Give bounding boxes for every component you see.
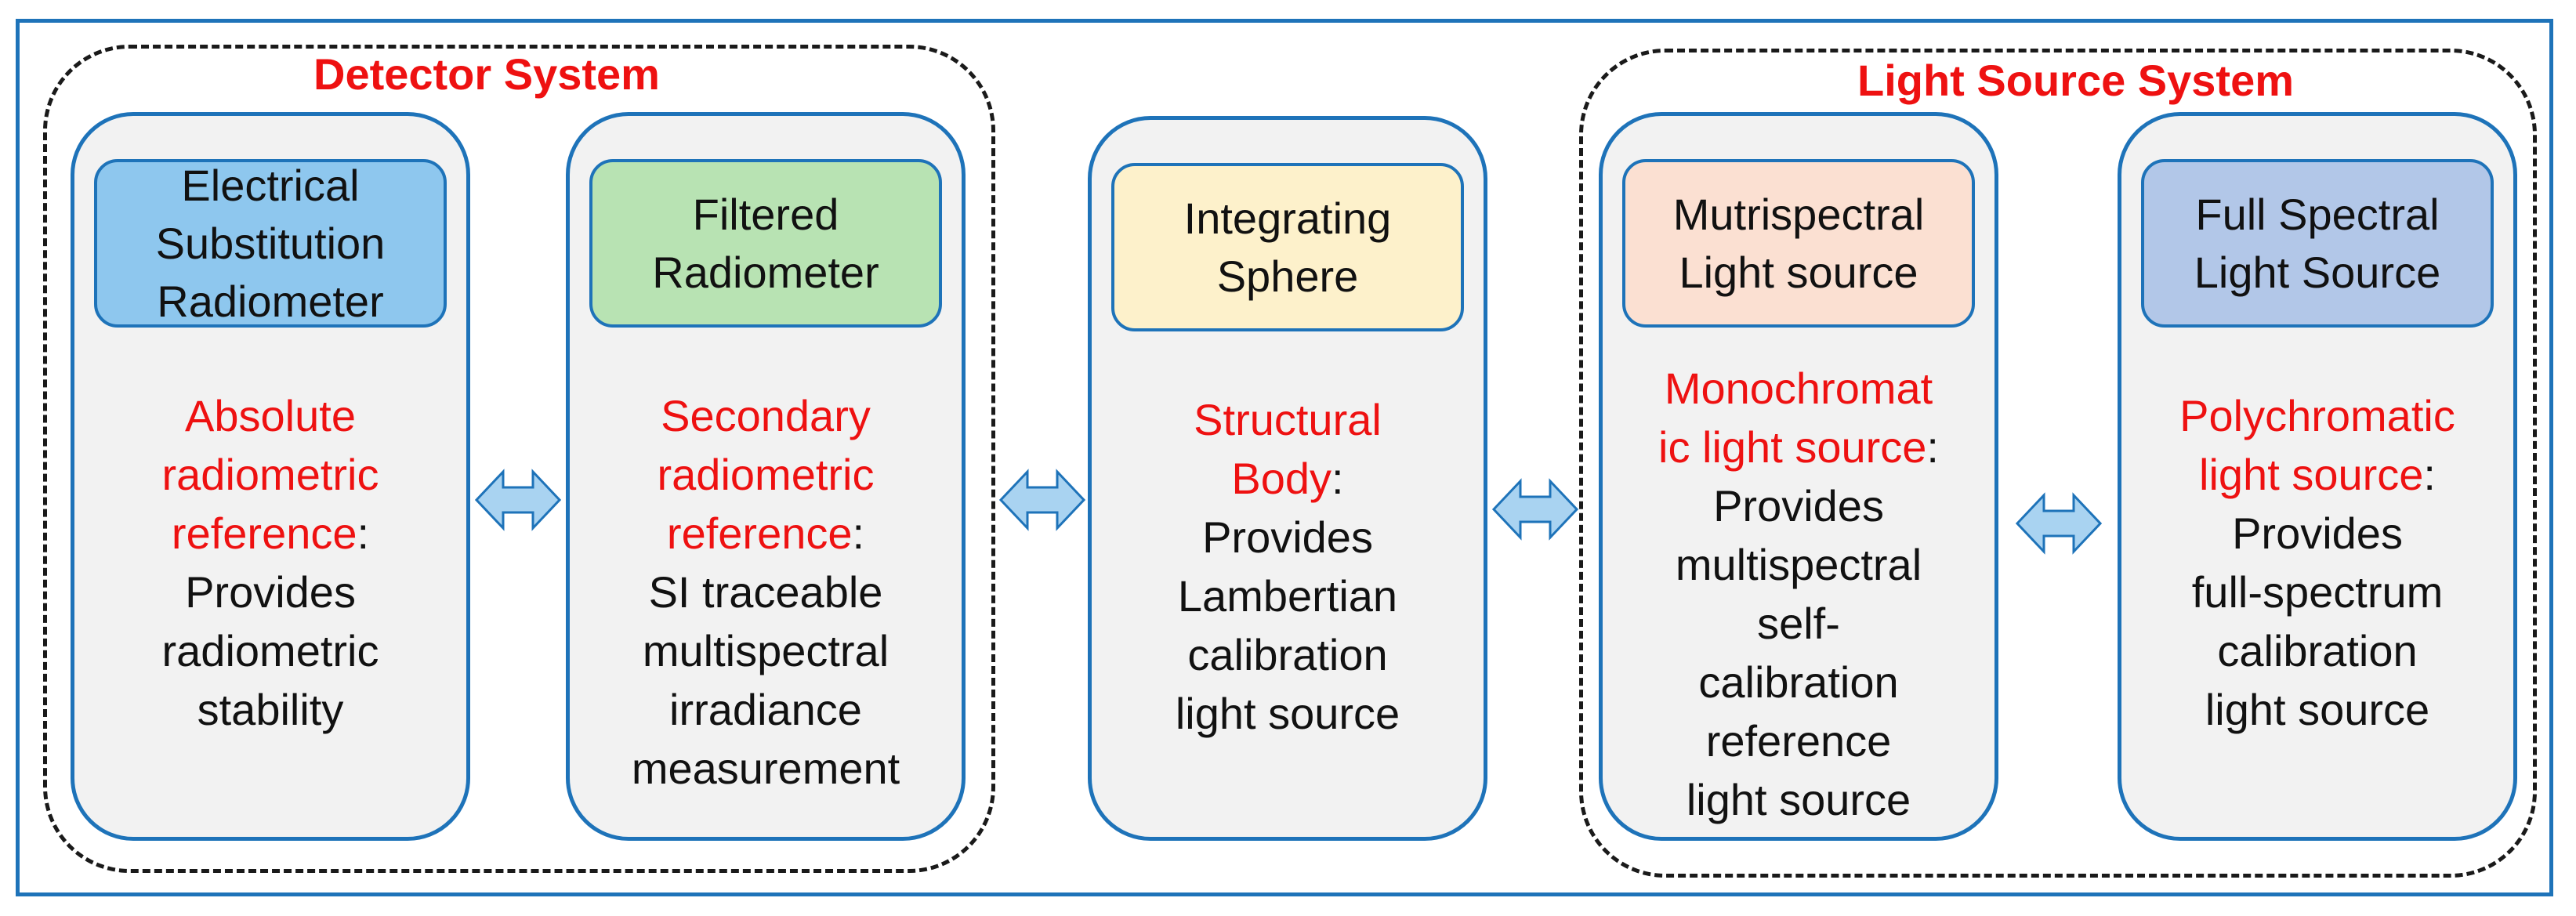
desc-red-line: Structural <box>1194 395 1382 444</box>
desc-red-line: reference: <box>666 509 865 558</box>
double-arrow-icon-2 <box>999 469 1085 531</box>
desc-line: multispectral <box>642 626 889 675</box>
desc-line: Provides <box>1713 481 1884 530</box>
desc-red-line: Monochromat <box>1664 364 1933 413</box>
desc-line: calibration <box>1698 657 1899 707</box>
header-line: Filtered <box>692 189 839 239</box>
desc-line: full-spectrum <box>2191 567 2444 617</box>
desc-line: Lambertian <box>1177 571 1398 621</box>
desc-line: radiometric <box>161 626 379 675</box>
desc-colon: : <box>1926 422 1939 472</box>
desc-filtered-radiometer: Secondary radiometric reference: SI traceab… <box>578 386 954 798</box>
light-source-system-group <box>1579 49 2537 878</box>
detector-system-title: Detector System <box>313 49 660 99</box>
desc-line: calibration <box>2217 626 2418 675</box>
header-line: Full Spectral <box>2195 189 2440 239</box>
desc-red-line: Polychromatic <box>2179 391 2455 440</box>
desc-red-line: radiometric <box>657 450 875 499</box>
desc-line: self- <box>1757 599 1840 648</box>
desc-line: Provides <box>1202 512 1373 562</box>
desc-line: reference <box>1705 716 1892 766</box>
desc-red-line: radiometric <box>161 450 379 499</box>
header-line: Radiometer <box>652 247 879 297</box>
desc-line: light source <box>2205 685 2430 734</box>
outer-frame <box>16 19 2553 896</box>
header-line: Integrating <box>1183 193 1392 243</box>
desc-red-line: reference: <box>171 509 370 558</box>
desc-line: SI traceable <box>648 567 883 617</box>
desc-red-line: Body: <box>1231 454 1344 503</box>
desc-line: light source <box>1175 689 1400 738</box>
header-line: Electrical <box>181 160 360 210</box>
desc-electrical-substitution-radiometer: Absolute radiometric reference: Provides rad… <box>82 386 458 739</box>
detector-system-group <box>43 45 995 873</box>
header-line: Sphere <box>1216 251 1359 301</box>
double-arrow-icon-3 <box>1492 478 1578 541</box>
desc-line: multispectral <box>1675 540 1922 589</box>
desc-mutrispectral-light-source: Monochromat ic light source: Provides multi… <box>1610 359 1987 829</box>
desc-red-line: ic light source: <box>1658 422 1939 472</box>
desc-line: light source <box>1686 775 1911 824</box>
header-line: Light source <box>1679 247 1918 297</box>
desc-colon: : <box>852 509 865 558</box>
double-arrow-icon-4 <box>2016 492 2102 555</box>
desc-full-spectral-light-source: Polychromatic light source: Provides full-s… <box>2129 386 2505 739</box>
desc-line: calibration <box>1187 630 1388 679</box>
desc-red-line: Secondary <box>661 391 871 440</box>
header-line: Radiometer <box>157 276 384 326</box>
desc-colon: : <box>2423 450 2436 499</box>
desc-line: Provides <box>2232 509 2403 558</box>
desc-colon: : <box>357 509 370 558</box>
desc-line: irradiance <box>669 685 862 734</box>
header-line: Substitution <box>155 218 386 268</box>
desc-red-line: light source: <box>2199 450 2436 499</box>
double-arrow-icon-1 <box>475 469 561 531</box>
desc-line: Provides <box>185 567 356 617</box>
desc-line: stability <box>197 685 344 734</box>
light-source-system-title: Light Source System <box>1857 56 2295 105</box>
desc-red-line: Absolute <box>185 391 356 440</box>
header-line: Mutrispectral <box>1672 189 1925 239</box>
header-line: Light Source <box>2194 247 2441 297</box>
desc-colon: : <box>1331 454 1344 503</box>
desc-line: measurement <box>631 744 900 793</box>
